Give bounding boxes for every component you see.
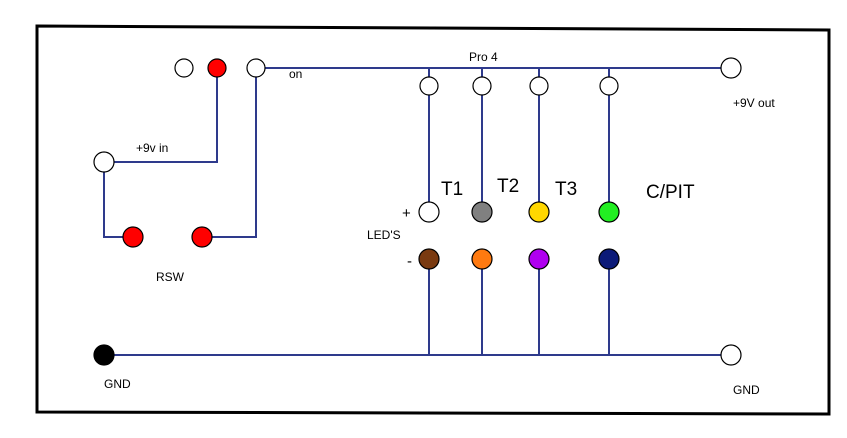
minus-label: -: [407, 253, 412, 270]
t2-top-pad: [472, 76, 492, 96]
terminals: [93, 57, 742, 366]
t2-led-minus: [471, 248, 493, 270]
switch-pad-red: [207, 58, 227, 78]
cpit-label: C/PIT: [646, 182, 695, 203]
t2-label: T2: [497, 176, 519, 197]
out-label: +9V out: [733, 96, 775, 110]
wire-9v-in-to-rsw: [103, 162, 133, 238]
t1-top-pad: [419, 76, 439, 96]
switch-pad-white: [174, 58, 194, 78]
in-label: +9v in: [136, 141, 168, 155]
plus-label: +: [402, 205, 411, 222]
rsw-label: RSW: [156, 270, 185, 284]
out-pad: [720, 57, 742, 79]
wires: [103, 67, 731, 356]
gnd-pad-right: [720, 344, 742, 366]
gnd-right-label: GND: [733, 383, 760, 397]
cpit-led-plus: [598, 201, 620, 223]
t1-led-minus: [418, 248, 440, 270]
gnd-left-label: GND: [104, 377, 131, 391]
t3-led-plus: [528, 201, 550, 223]
t1-label: T1: [441, 179, 463, 200]
t3-led-minus: [528, 248, 550, 270]
on-label: on: [289, 67, 302, 81]
switch-pad-on: [246, 58, 266, 78]
diagram-frame: [35, 24, 831, 416]
gnd-pad-left: [93, 344, 115, 366]
t3-top-pad: [529, 76, 549, 96]
t3-label: T3: [555, 179, 577, 200]
in-pad: [93, 151, 115, 173]
t1-led-plus: [418, 201, 440, 223]
cpit-led-minus: [598, 248, 620, 270]
wire-on-to-rsw: [202, 68, 257, 238]
wire-switch-to-9v-in: [104, 68, 218, 163]
rsw-pad-left: [122, 226, 144, 248]
leds-label: LED'S: [367, 228, 401, 242]
rsw-pad-right: [191, 226, 213, 248]
cpit-top-pad: [599, 76, 619, 96]
pro4-label: Pro 4: [469, 50, 498, 64]
labels: Pro 4 on +9V out +9v in T1 T2 T3 C/PIT +…: [104, 50, 775, 397]
t2-led-plus: [471, 201, 493, 223]
